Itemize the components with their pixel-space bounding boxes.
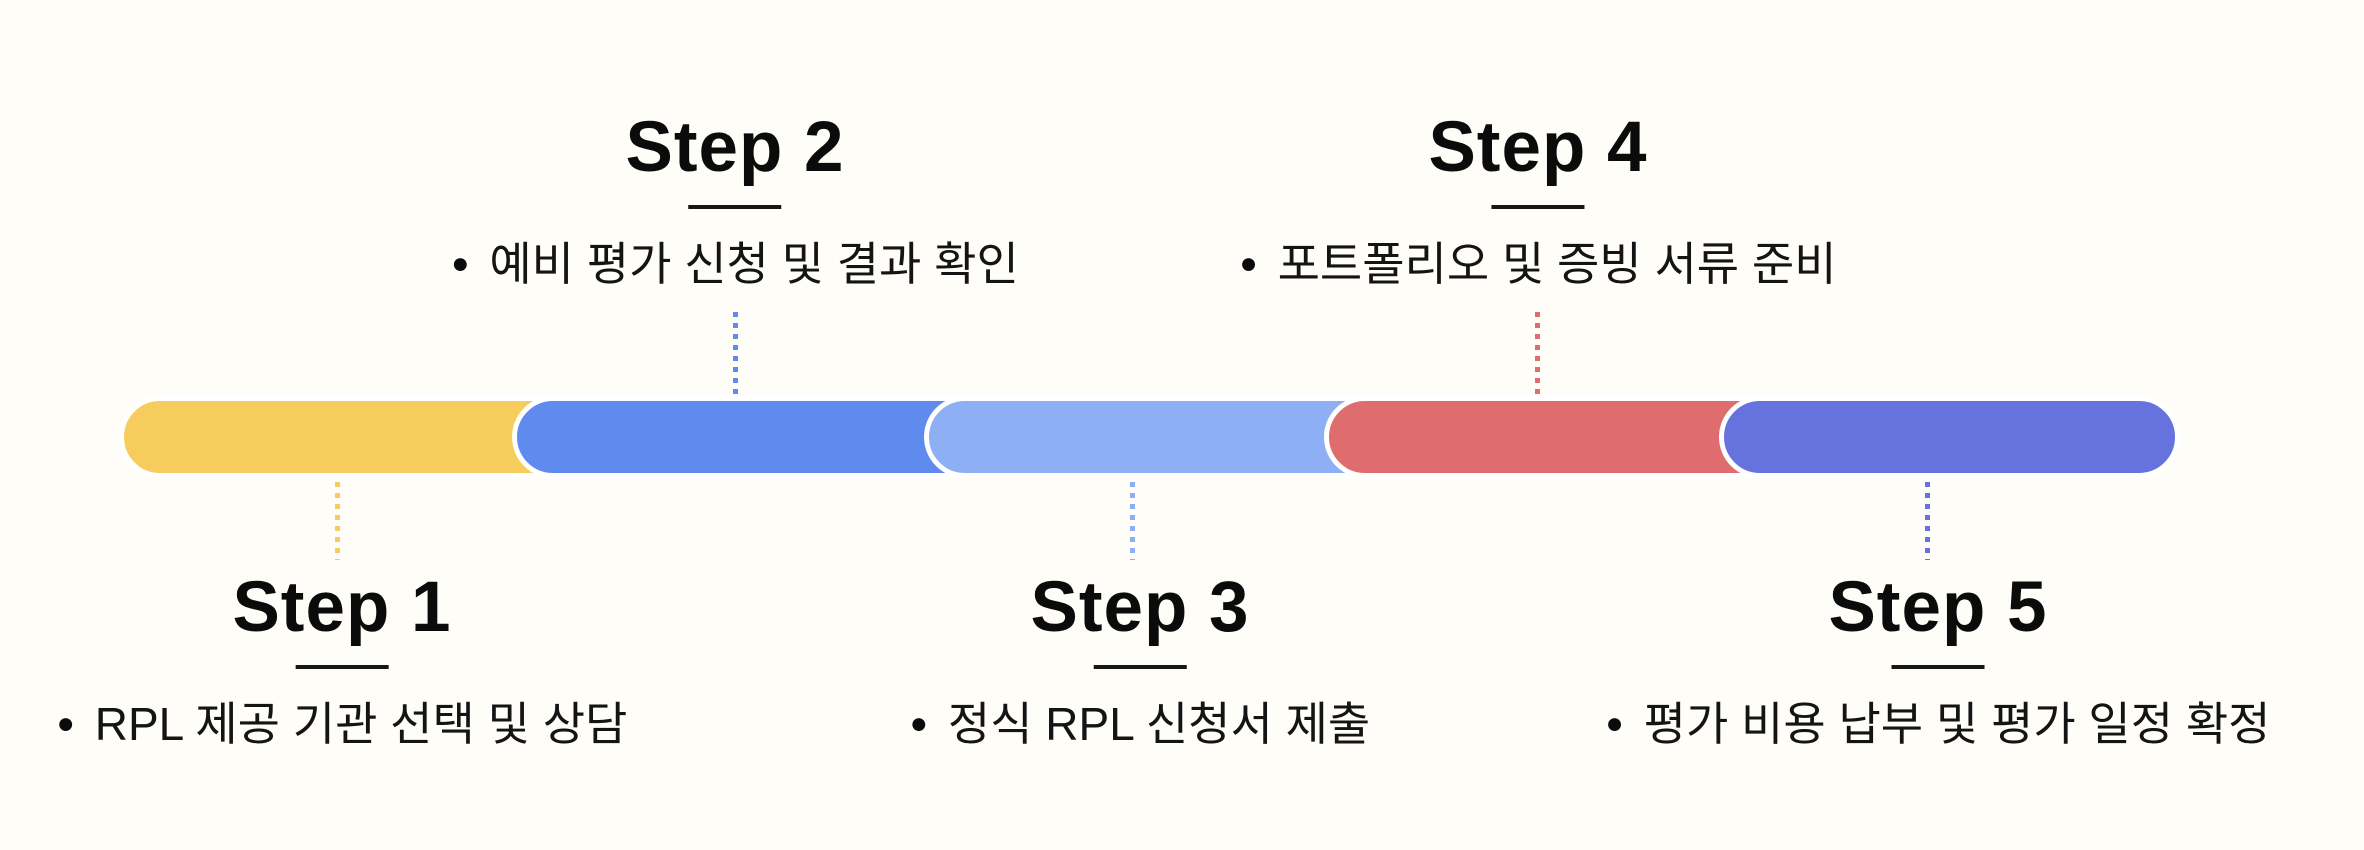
bullet-icon: ● bbox=[1605, 707, 1624, 740]
step-4-description-row: ● 포트폴리오 및 증빙 서류 준비 bbox=[1239, 241, 1836, 287]
step-4-dotted-connector bbox=[1535, 312, 1540, 396]
step-4-title-underline bbox=[1491, 205, 1585, 209]
step-3-dotted-connector bbox=[1130, 482, 1135, 560]
step-2-description-row: ● 예비 평가 신청 및 결과 확인 bbox=[451, 241, 1019, 287]
step-1-title: Step 1 bbox=[232, 568, 452, 647]
step-5-group: Step 5 ● 평가 비용 납부 및 평가 일정 확정 bbox=[1606, 572, 2271, 747]
bullet-icon: ● bbox=[1239, 247, 1258, 280]
step-3-description-row: ● 정식 RPL 신청서 제출 bbox=[910, 701, 1370, 747]
step-4-title: Step 4 bbox=[1428, 108, 1648, 187]
bullet-icon: ● bbox=[909, 707, 928, 740]
step-1-group: Step 1 ● RPL 제공 기관 선택 및 상담 bbox=[57, 572, 628, 747]
bullet-icon: ● bbox=[56, 707, 75, 740]
step-5-dotted-connector bbox=[1925, 482, 1930, 560]
step-1-title-underline bbox=[295, 665, 389, 669]
step-5-title-underline bbox=[1891, 665, 1985, 669]
step-3-group: Step 3 ● 정식 RPL 신청서 제출 bbox=[910, 572, 1370, 747]
step-3-description: 정식 RPL 신청서 제출 bbox=[947, 698, 1371, 750]
step-2-description: 예비 평가 신청 및 결과 확인 bbox=[489, 238, 1019, 290]
step-1-dotted-connector bbox=[335, 482, 340, 560]
step-1-description-row: ● RPL 제공 기관 선택 및 상담 bbox=[57, 701, 628, 747]
step-2-title-underline bbox=[688, 205, 782, 209]
step-3-title-underline bbox=[1093, 665, 1187, 669]
timeline-segment-step-5 bbox=[1719, 396, 2180, 478]
step-5-description: 평가 비용 납부 및 평가 일정 확정 bbox=[1643, 698, 2271, 750]
step-2-title: Step 2 bbox=[625, 108, 845, 187]
step-5-description-row: ● 평가 비용 납부 및 평가 일정 확정 bbox=[1606, 701, 2271, 747]
step-4-group: Step 4 ● 포트폴리오 및 증빙 서류 준비 bbox=[1239, 112, 1836, 287]
step-1-description: RPL 제공 기관 선택 및 상담 bbox=[94, 698, 628, 750]
step-2-dotted-connector bbox=[733, 312, 738, 396]
step-2-group: Step 2 ● 예비 평가 신청 및 결과 확인 bbox=[451, 112, 1019, 287]
bullet-icon: ● bbox=[451, 247, 470, 280]
step-3-title: Step 3 bbox=[1030, 568, 1250, 647]
step-5-title: Step 5 bbox=[1828, 568, 2048, 647]
step-4-description: 포트폴리오 및 증빙 서류 준비 bbox=[1277, 238, 1837, 290]
